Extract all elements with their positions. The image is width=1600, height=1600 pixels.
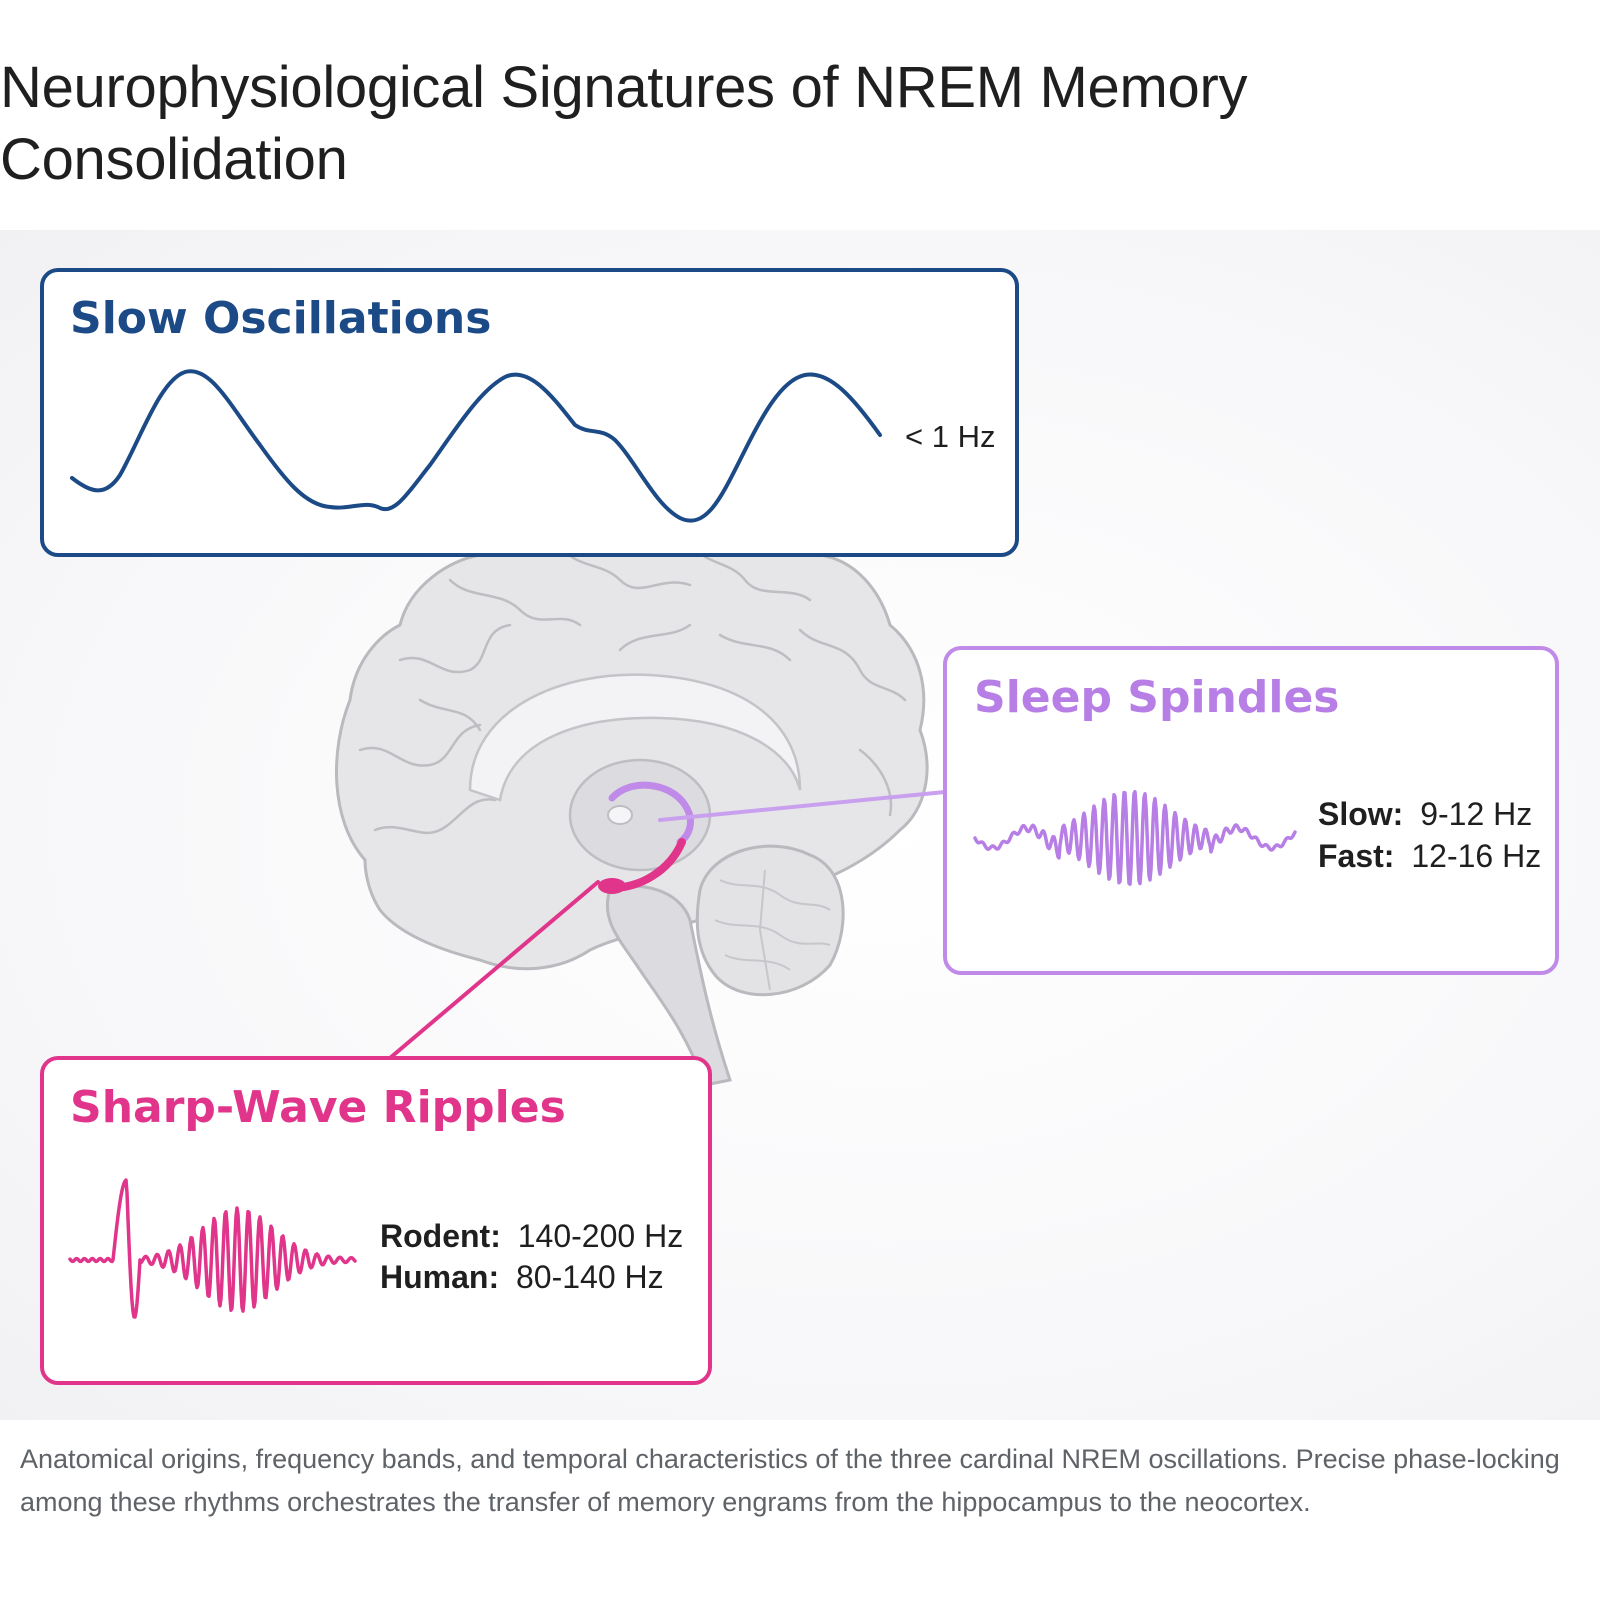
ripple-band-rodent-label: Rodent:	[380, 1218, 501, 1254]
diagram-canvas: Slow Oscillations < 1 Hz Sleep Spindles …	[40, 268, 1559, 1385]
sleep-spindles-box	[943, 646, 1559, 975]
ripple-band-rodent: Rodent: 140-200 Hz	[380, 1218, 683, 1254]
spindle-band-fast-value: 12-16 Hz	[1411, 838, 1541, 874]
sharp-wave-ripples-title: Sharp-Wave Ripples	[70, 1082, 566, 1133]
oscillation-diagram: Slow Oscillations < 1 Hz Sleep Spindles …	[0, 230, 1600, 1420]
ripple-band-rodent-value: 140-200 Hz	[518, 1218, 683, 1254]
sharp-wave-ripples-box	[40, 1056, 712, 1385]
spindle-band-fast-label: Fast:	[1318, 838, 1394, 874]
hippocampus-head	[598, 878, 626, 894]
cerebellum	[695, 844, 845, 997]
brain-illustration	[334, 507, 929, 1087]
spindle-band-slow-value: 9-12 Hz	[1420, 796, 1532, 832]
sharp-wave-ripple-wave	[68, 1178, 357, 1319]
sleep-spindles-panel: Sleep Spindles Slow: 9-12 Hz Fast: 12-16…	[943, 646, 1559, 975]
corpus-callosum	[468, 673, 802, 802]
thalamus-spindle-highlight	[608, 781, 694, 846]
sharp-wave-ripples-panel: Sharp-Wave Ripples Rodent: 140-200 Hz Hu…	[40, 1056, 712, 1385]
gyri-folds	[358, 538, 907, 835]
page-title: Neurophysiological Signatures of NREM Me…	[0, 55, 1248, 192]
slow-oscillations-panel: Slow Oscillations < 1 Hz	[40, 268, 1019, 557]
sleep-spindles-title: Sleep Spindles	[974, 672, 1339, 723]
slow-oscillation-wave	[70, 369, 882, 523]
spindle-band-slow: Slow: 9-12 Hz	[1318, 796, 1532, 832]
brainstem	[605, 884, 732, 1087]
sharp-wave-ripples-connector	[388, 880, 600, 1060]
ripple-band-human: Human: 80-140 Hz	[380, 1259, 664, 1295]
spindle-band-fast: Fast: 12-16 Hz	[1318, 838, 1541, 874]
figure-caption: Anatomical origins, frequency bands, and…	[20, 1444, 1560, 1517]
sleep-spindles-connector	[658, 790, 947, 822]
slow-oscillations-frequency: < 1 Hz	[905, 419, 995, 454]
sleep-spindle-wave	[973, 789, 1297, 886]
ripple-band-human-label: Human:	[380, 1259, 499, 1295]
slow-oscillations-title: Slow Oscillations	[70, 293, 491, 344]
spindle-band-slow-label: Slow:	[1318, 796, 1403, 832]
ripple-band-human-value: 80-140 Hz	[516, 1259, 664, 1295]
ventricle	[607, 805, 633, 825]
cerebellum-folds	[714, 869, 831, 991]
slow-oscillations-box	[40, 268, 1019, 557]
